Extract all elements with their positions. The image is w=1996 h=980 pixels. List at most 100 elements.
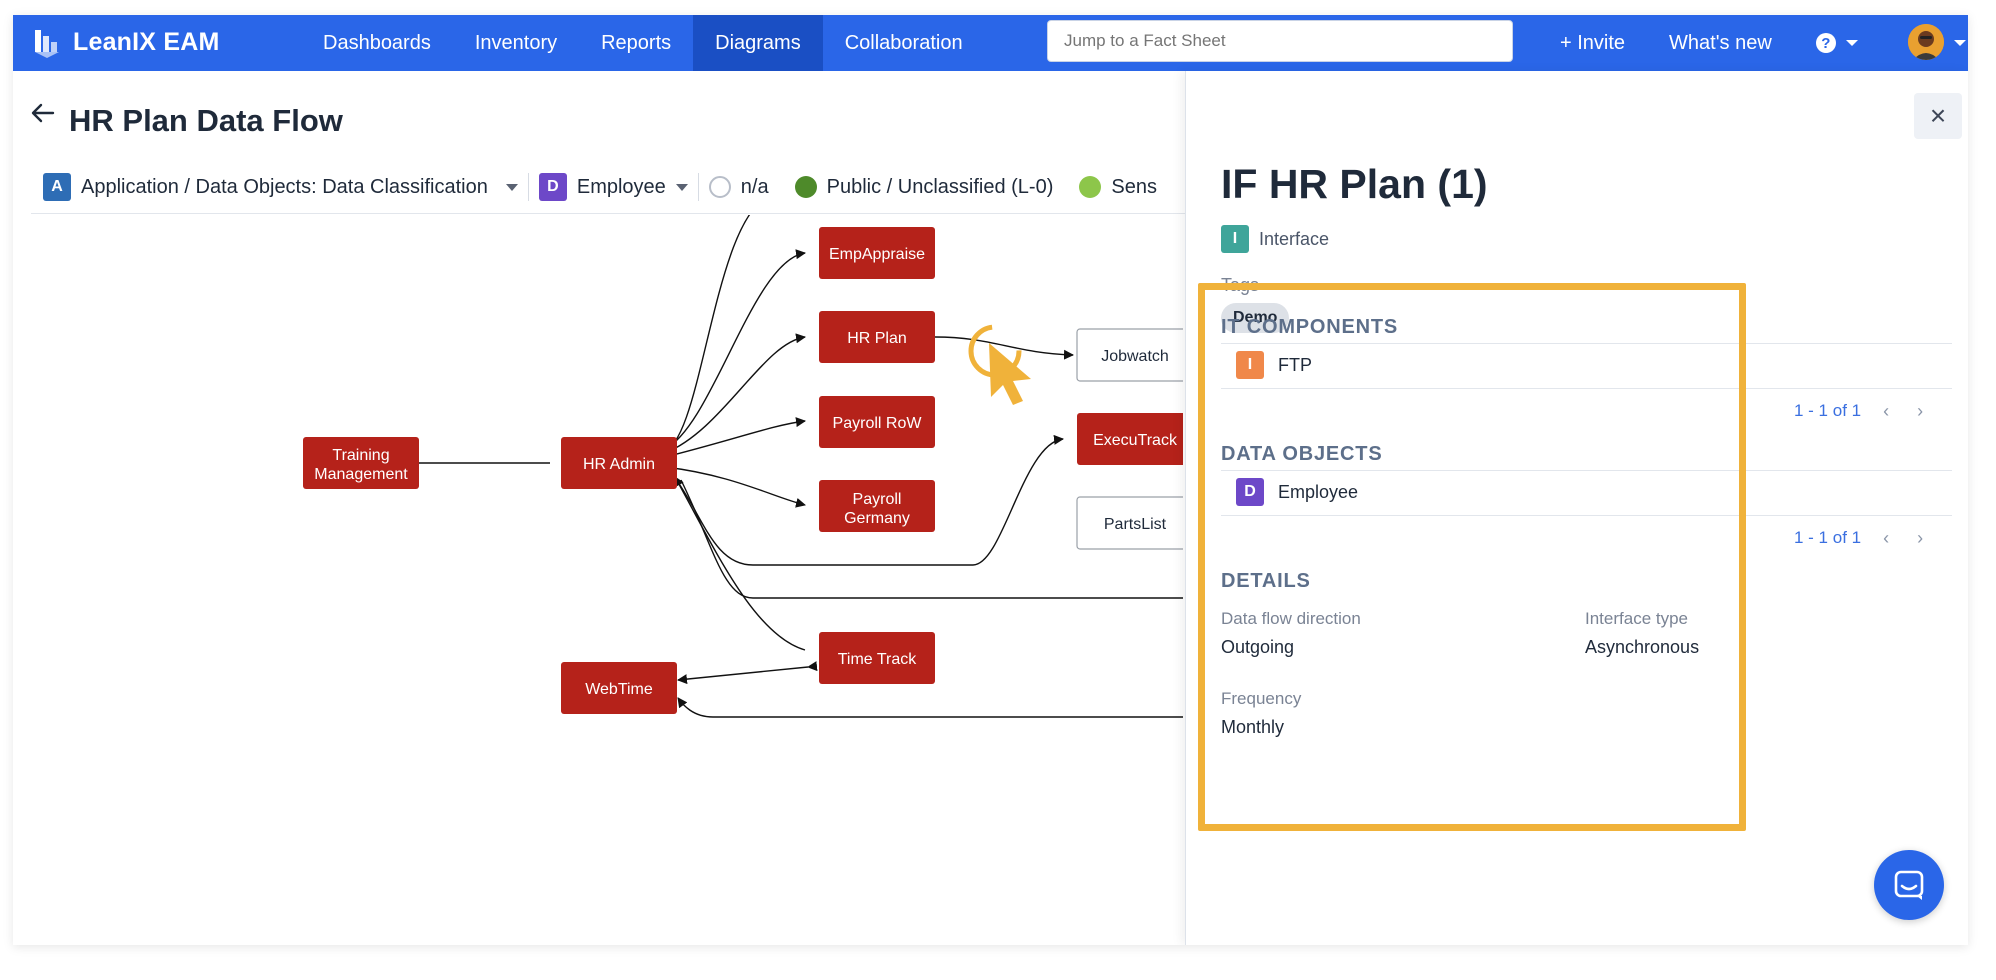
invite-button[interactable]: + Invite	[1560, 31, 1626, 54]
edge-hradmin-hrplan	[664, 333, 806, 454]
nav-dashboards[interactable]: Dashboards	[323, 31, 431, 54]
edge-timetrack-hradmin	[674, 476, 806, 651]
detail-value-interface-type: Asynchronous	[1585, 637, 1700, 657]
nav-inventory[interactable]: Inventory	[474, 31, 558, 54]
data-object-selector-label: Employee	[576, 175, 666, 198]
divider	[1221, 388, 1952, 389]
nav-reports[interactable]: Reports	[601, 31, 672, 54]
avatar-chevron-down-icon[interactable]	[1954, 40, 1966, 46]
nav-diagrams[interactable]: Diagrams	[693, 15, 823, 71]
chat-icon	[1894, 870, 1924, 900]
fact-sheet-title[interactable]: IF HR Plan (1)	[1221, 161, 1488, 207]
divider	[697, 173, 699, 201]
node-hr-plan[interactable]: HR Plan	[819, 311, 935, 363]
view-selector-label: Application / Data Objects: Data Classif…	[81, 175, 488, 198]
edge-hradmin-payrollrow	[664, 417, 806, 458]
node-payroll-germany[interactable]: Payroll Germany	[819, 480, 935, 532]
divider	[1221, 343, 1952, 344]
detail-value-frequency: Monthly	[1221, 717, 1285, 737]
pager-text: 1 - 1 of 1	[1794, 528, 1862, 547]
data-objects-title: DATA OBJECTS	[1221, 443, 1383, 465]
node-label: Time Track	[838, 651, 918, 668]
fact-sheet-search-input[interactable]	[1047, 20, 1513, 62]
node-label: EmpAppraise	[829, 246, 925, 263]
node-label: Payroll	[853, 491, 902, 508]
node-partslist[interactable]: PartsList	[1076, 496, 1183, 550]
divider	[527, 173, 529, 201]
legend-swatch-public	[794, 176, 817, 198]
main-nav: Dashboards Inventory Reports Diagrams Co…	[301, 15, 985, 71]
top-navigation-bar: LeanIX EAM Dashboards Inventory Reports …	[13, 15, 1968, 71]
nav-collaboration[interactable]: Collaboration	[844, 31, 963, 54]
legend-na: n/a	[708, 175, 769, 199]
it-component-item-ftp[interactable]: I FTP	[1236, 351, 1312, 379]
it-components-pager: 1 - 1 of 1 ‹ ›	[1794, 401, 1929, 421]
legend-public: Public / Unclassified (L-0)	[794, 175, 1054, 199]
leanix-logo-icon	[33, 26, 63, 58]
it-component-badge-icon: I	[1236, 351, 1264, 379]
click-cursor-icon	[968, 324, 1031, 405]
legend-label: n/a	[740, 175, 769, 198]
data-object-selector[interactable]: D Employee	[538, 173, 688, 201]
legend-swatch-sensitive	[1079, 176, 1102, 198]
chevron-down-icon	[675, 183, 688, 191]
divider	[1221, 515, 1952, 516]
legend-label: Public / Unclassified (L-0)	[826, 175, 1054, 198]
back-arrow-icon[interactable]	[31, 103, 55, 123]
data-flow-diagram[interactable]: Training Management HR Admin WebTime Emp…	[13, 215, 1183, 945]
chevron-right-icon[interactable]: ›	[1917, 400, 1924, 421]
node-label: ExecuTrack	[1093, 432, 1178, 449]
close-button[interactable]: ×	[1914, 93, 1962, 139]
tag-demo[interactable]: Demo	[1221, 303, 1290, 333]
node-jobwatch[interactable]: Jobwatch	[1076, 328, 1183, 382]
data-object-badge-icon: D	[1236, 478, 1264, 506]
detail-label-frequency: Frequency	[1221, 689, 1302, 708]
avatar[interactable]	[1908, 24, 1944, 60]
node-empappraise[interactable]: EmpAppraise	[819, 227, 935, 279]
divider	[1221, 470, 1952, 471]
chevron-down-icon	[1845, 40, 1858, 46]
pager-text: 1 - 1 of 1	[1794, 401, 1862, 420]
page-title: HR Plan Data Flow	[69, 103, 343, 138]
chat-support-button[interactable]	[1874, 850, 1944, 920]
chevron-right-icon[interactable]: ›	[1917, 527, 1924, 548]
node-training-management[interactable]: Training Management	[303, 437, 419, 489]
it-component-label: FTP	[1278, 354, 1312, 375]
close-icon: ×	[1929, 100, 1947, 131]
interface-badge-icon: I	[1221, 225, 1249, 253]
data-object-item-employee[interactable]: D Employee	[1236, 478, 1358, 506]
whats-new-button[interactable]: What's new	[1669, 31, 1772, 54]
chevron-down-icon	[505, 183, 518, 191]
node-label: Management	[314, 466, 408, 483]
legend-swatch-na	[708, 176, 731, 198]
right-nav: + Invite What's new ?	[1538, 15, 1880, 71]
chevron-left-icon[interactable]: ‹	[1883, 400, 1890, 421]
node-payroll-row[interactable]: Payroll RoW	[819, 396, 935, 448]
node-label: Jobwatch	[1101, 348, 1169, 365]
node-executrack[interactable]: ExecuTrack	[1077, 413, 1183, 465]
data-objects-pager: 1 - 1 of 1 ‹ ›	[1794, 528, 1929, 548]
node-label: PartsList	[1104, 516, 1167, 533]
logo[interactable]: LeanIX EAM	[33, 26, 219, 58]
detail-value-data-flow-direction: Outgoing	[1221, 637, 1295, 657]
help-menu[interactable]: ?	[1794, 33, 1880, 53]
edge-hradmin-executrack	[672, 434, 1064, 566]
fact-sheet-type-label: Interface	[1259, 228, 1330, 249]
edge-hradmin-top	[662, 215, 751, 452]
details-title: DETAILS	[1221, 570, 1311, 592]
node-time-track[interactable]: Time Track	[819, 632, 935, 684]
fact-sheet-side-panel: × IF HR Plan (1) I Interface Tags Demo I…	[1185, 71, 1968, 945]
app-window: LeanIX EAM Dashboards Inventory Reports …	[13, 15, 1968, 945]
node-label: HR Plan	[847, 330, 907, 347]
node-webtime[interactable]: WebTime	[561, 662, 677, 714]
node-label: Payroll RoW	[833, 415, 923, 432]
chevron-left-icon[interactable]: ‹	[1883, 527, 1890, 548]
edge-timetrack-webtime	[677, 661, 818, 685]
node-label: Training	[332, 447, 389, 464]
diagram-canvas: Training Management HR Admin WebTime Emp…	[303, 215, 1183, 718]
toolbar-divider	[31, 213, 1201, 214]
view-selector[interactable]: A Application / Data Objects: Data Class…	[43, 173, 518, 201]
data-object-label: Employee	[1278, 481, 1359, 502]
node-hr-admin[interactable]: HR Admin	[561, 437, 677, 489]
edge-hradmin-empappraise	[664, 249, 806, 450]
